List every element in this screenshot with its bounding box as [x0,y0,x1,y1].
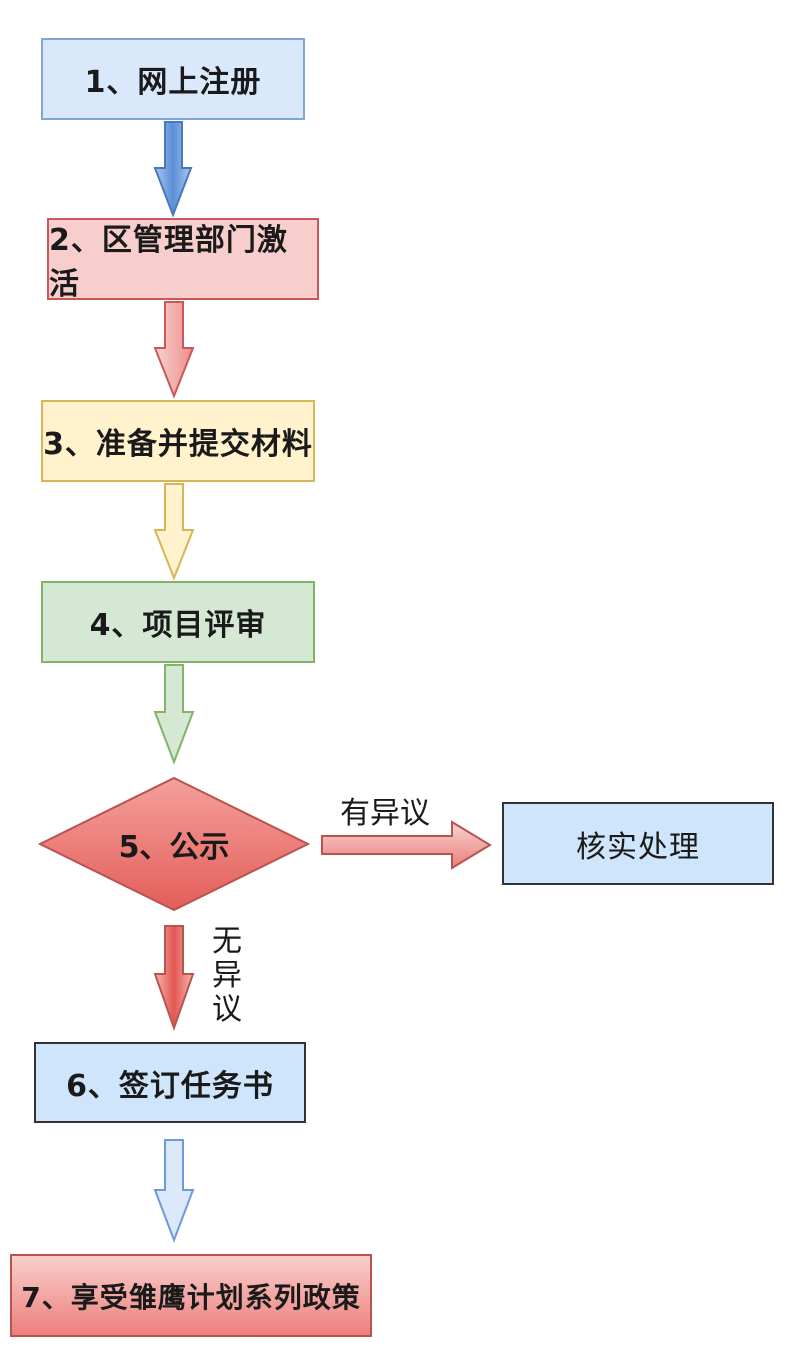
publicity-decision-diamond [37,776,311,912]
arrow-objection-to-verify [321,820,492,870]
has-objection-label: 有异议 [340,796,430,831]
step-register: 1、网上注册 [41,38,305,120]
step-activate: 2、区管理部门激活 [47,218,319,302]
no-objection-label: 无异议 [212,924,242,1027]
step-publicity-label: 5、公示 [118,830,230,865]
step-sign-contract: 6、签订任务书 [34,1042,306,1123]
arrow-step2-to-step3 [153,301,195,399]
step-submit-materials: 3、准备并提交材料 [41,400,315,482]
arrow-step4-to-step5 [153,664,195,765]
step-enjoy-policy: 7、享受雏鹰计划系列政策 [10,1254,372,1337]
arrow-step1-to-step2 [153,121,193,218]
arrow-step6-to-step7 [153,1139,195,1243]
step-project-review: 4、项目评审 [41,581,315,663]
verify-handle-box: 核实处理 [502,802,774,885]
arrow-step5-to-step6 [153,925,195,1032]
arrow-step3-to-step4 [153,483,195,581]
